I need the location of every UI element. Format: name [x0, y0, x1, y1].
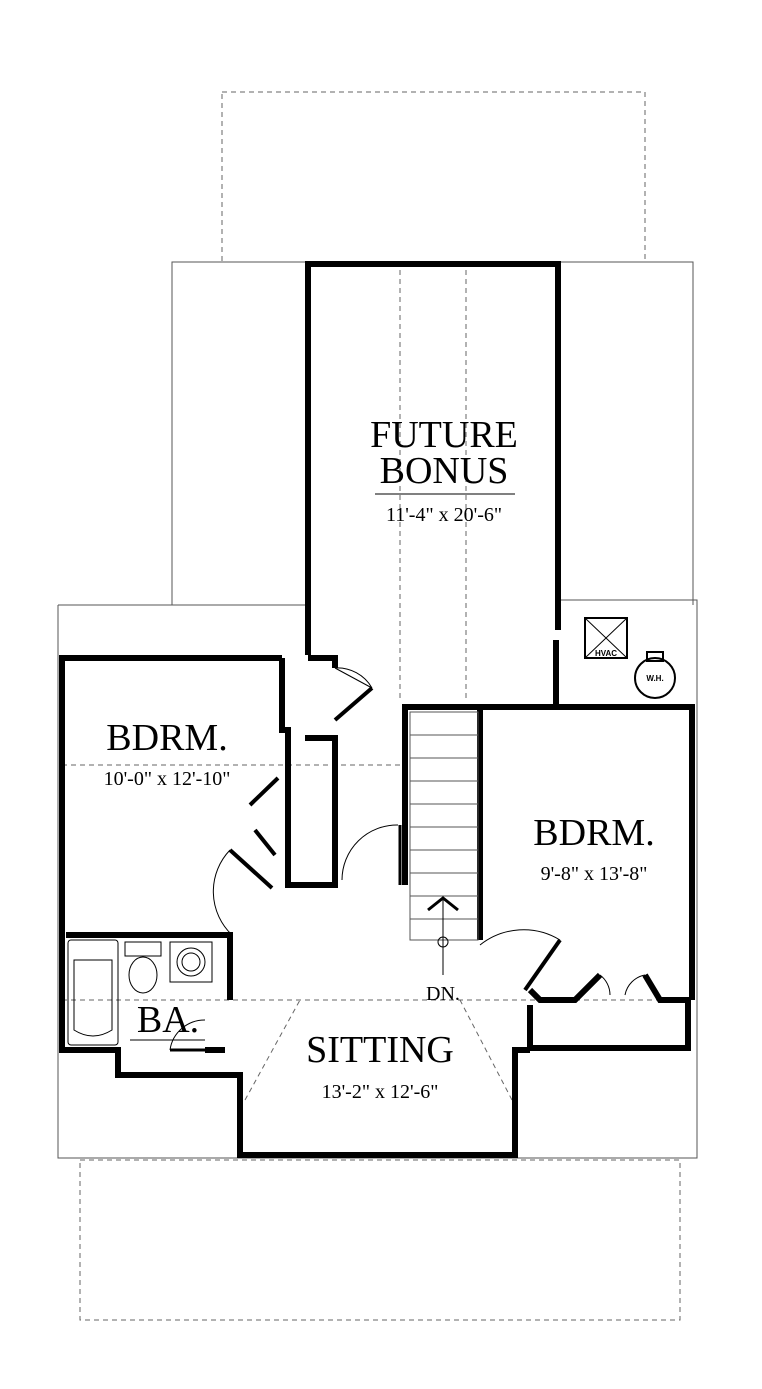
right-bedroom-size: 9'-8" x 13'-8": [541, 863, 648, 885]
bath-name: BA.: [137, 999, 199, 1041]
left-bedroom-walls: [59, 655, 530, 1158]
hvac-label: HVAC: [595, 649, 617, 658]
bath-walls: [66, 932, 233, 1000]
sitting-room-name: SITTING: [306, 1029, 454, 1071]
left-bedroom-size: 10'-0" x 12'-10": [104, 768, 231, 790]
water-heater-label: W.H.: [646, 674, 663, 683]
water-heater: W.H.: [634, 651, 676, 699]
roof-outline-top: [221, 91, 646, 263]
hip-line: [244, 999, 301, 1101]
hvac-unit: HVAC: [584, 617, 628, 659]
bonus-room-size: 11'-4" x 20'-6": [386, 504, 502, 526]
bonus-room-walls: [305, 261, 561, 655]
closet-walls: [527, 973, 691, 1051]
door-swings: [169, 667, 646, 1052]
right-bedroom-walls: [402, 704, 695, 1000]
closet-wall: [527, 972, 603, 1003]
staircase: [409, 711, 479, 975]
toilet: [124, 941, 162, 994]
sitting-room-size: 13'-2" x 12'-6": [322, 1081, 439, 1103]
porch-roof-outline: [79, 1159, 681, 1321]
sink: [169, 941, 213, 983]
right-bedroom-name: BDRM.: [533, 812, 654, 854]
hip-line: [459, 999, 513, 1101]
wall: [308, 655, 338, 668]
stairs-down-label: DN.: [426, 983, 460, 1005]
bathtub: [67, 939, 119, 1046]
roof-outline-lower: [57, 599, 698, 1159]
bonus-room-name-line2: BONUS: [380, 450, 509, 492]
closet-walls: [279, 658, 338, 888]
bonus-room-name-line1: FUTURE: [370, 414, 518, 456]
left-bedroom-name: BDRM.: [106, 717, 227, 759]
